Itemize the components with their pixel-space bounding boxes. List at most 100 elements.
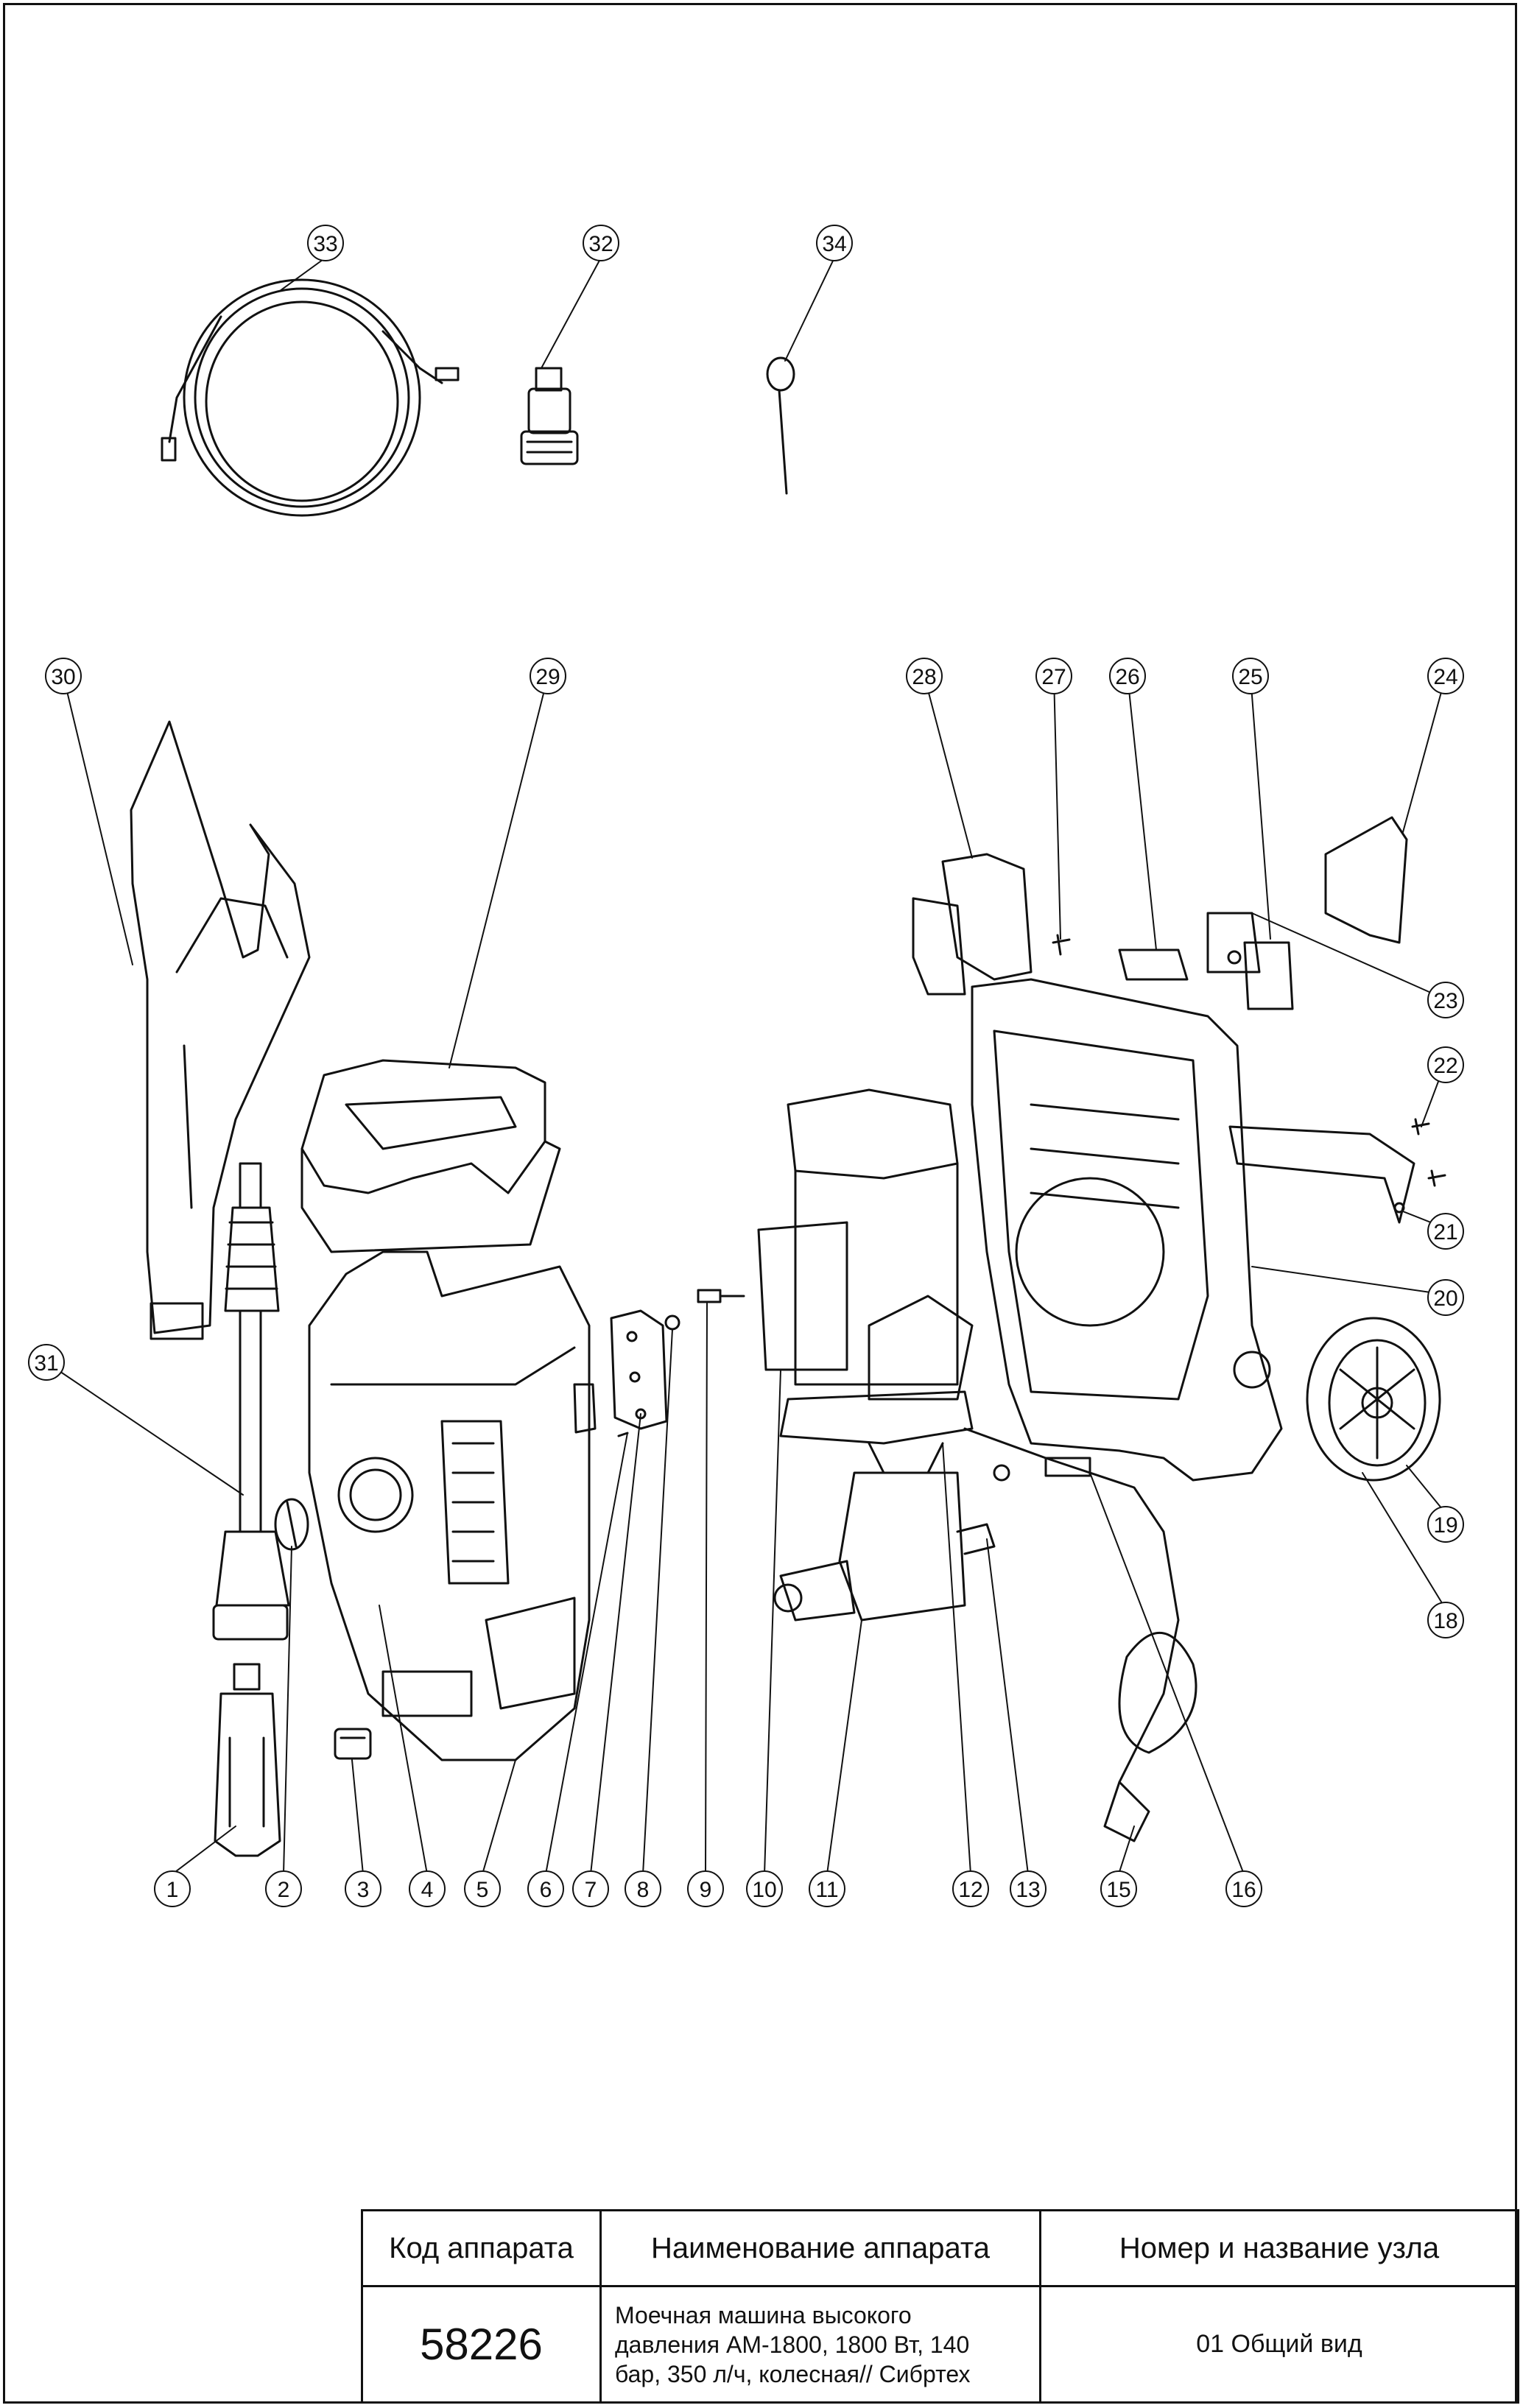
callout-label: 4 — [421, 1878, 434, 1902]
title-block: Код аппарата Наименование аппарата Номер… — [361, 2209, 1519, 2404]
callout-label: 24 — [1433, 665, 1457, 689]
callout-11: 11 — [809, 1870, 845, 1907]
screw — [1411, 1118, 1446, 1187]
callout-18: 18 — [1427, 1602, 1464, 1638]
callout-label: 22 — [1433, 1054, 1457, 1078]
callout-label: 6 — [540, 1878, 552, 1902]
callout-label: 25 — [1238, 665, 1262, 689]
callout-label: 18 — [1433, 1609, 1457, 1633]
callout-19: 19 — [1427, 1506, 1464, 1543]
callout-34: 34 — [816, 225, 853, 261]
device-name: Моечная машина высокого давления АМ-1800… — [599, 2285, 1041, 2404]
high-pressure-hose — [161, 278, 460, 517]
callout-label: 21 — [1433, 1220, 1457, 1245]
callout-9: 9 — [687, 1870, 724, 1907]
callout-10: 10 — [746, 1870, 783, 1907]
device-name-line: Моечная машина высокого — [615, 2301, 912, 2328]
callout-16: 16 — [1225, 1870, 1262, 1907]
nozzle — [214, 1663, 281, 1857]
callout-label: 33 — [313, 232, 337, 256]
callout-20: 20 — [1427, 1279, 1464, 1316]
spray-lance — [212, 1162, 290, 1641]
callout-3: 3 — [345, 1870, 381, 1907]
top-cover-tray — [300, 1059, 561, 1253]
callout-label: 28 — [912, 665, 936, 689]
wheel — [1306, 1317, 1441, 1482]
screw — [1052, 934, 1071, 956]
node-name: 01 Общий вид — [1039, 2285, 1519, 2404]
power-cord — [963, 1427, 1197, 1842]
callout-label: 7 — [585, 1878, 597, 1902]
device-code-header: Код аппарата — [361, 2209, 602, 2287]
pump-assembly — [773, 1464, 1010, 1622]
callout-31: 31 — [28, 1344, 65, 1381]
callout-33: 33 — [307, 225, 344, 261]
callout-28: 28 — [906, 658, 943, 694]
label — [1118, 948, 1189, 981]
callout-label: 9 — [700, 1878, 712, 1902]
callout-4: 4 — [409, 1870, 446, 1907]
callout-8: 8 — [625, 1870, 661, 1907]
carry-handle — [1228, 1125, 1415, 1224]
callout-29: 29 — [530, 658, 566, 694]
callout-label: 5 — [476, 1878, 489, 1902]
callout-26: 26 — [1109, 658, 1146, 694]
callout-label: 1 — [166, 1878, 179, 1902]
callout-label: 31 — [34, 1351, 58, 1376]
drawing-frame — [3, 3, 1517, 2404]
front-housing — [308, 1250, 591, 1761]
adapter-fitting — [520, 367, 579, 465]
label-plate — [1243, 941, 1294, 1010]
callout-label: 3 — [357, 1878, 370, 1902]
callout-label: 27 — [1041, 665, 1066, 689]
callout-label: 34 — [822, 232, 846, 256]
callout-label: 2 — [278, 1878, 290, 1902]
spray-gun — [130, 720, 311, 1340]
dial-knob — [274, 1498, 309, 1551]
callout-25: 25 — [1232, 658, 1269, 694]
callout-13: 13 — [1010, 1870, 1047, 1907]
callout-label: 32 — [588, 232, 613, 256]
callout-22: 22 — [1427, 1046, 1464, 1083]
callout-label: 26 — [1115, 665, 1139, 689]
cord-hook — [1206, 912, 1261, 974]
callout-32: 32 — [583, 225, 619, 261]
hose-hook — [1324, 816, 1408, 944]
callout-label: 29 — [535, 665, 560, 689]
motor-assembly — [757, 1088, 974, 1474]
callout-5: 5 — [464, 1870, 501, 1907]
callout-group: 1 2 3 4 5 6 7 8 9 10 11 12 13 15 16 18 1… — [28, 225, 1464, 1907]
callout-label: 16 — [1231, 1878, 1256, 1902]
callout-2: 2 — [265, 1870, 302, 1907]
callout-23: 23 — [1427, 982, 1464, 1018]
callout-21: 21 — [1427, 1213, 1464, 1250]
accessory-holder — [912, 853, 1033, 996]
callout-label: 8 — [637, 1878, 650, 1902]
leader-lines — [46, 257, 1446, 1875]
rear-housing — [971, 978, 1283, 1482]
callout-12: 12 — [952, 1870, 989, 1907]
callout-label: 10 — [752, 1878, 776, 1902]
callout-30: 30 — [45, 658, 82, 694]
device-name-line: давления АМ-1800, 1800 Вт, 140 — [615, 2331, 970, 2358]
callout-label: 15 — [1106, 1878, 1130, 1902]
callout-27: 27 — [1035, 658, 1072, 694]
device-code: 58226 — [361, 2285, 602, 2404]
callout-6: 6 — [527, 1870, 564, 1907]
callout-label: 13 — [1016, 1878, 1040, 1902]
callout-24: 24 — [1427, 658, 1464, 694]
callout-label: 11 — [815, 1878, 838, 1902]
callout-label: 19 — [1433, 1513, 1457, 1538]
cleaning-needle — [766, 356, 795, 495]
callout-7: 7 — [572, 1870, 609, 1907]
pressure-switch — [697, 1289, 745, 1303]
device-name-line: бар, 350 л/ч, колесная// Сибртех — [615, 2360, 971, 2387]
node-header: Номер и название узла — [1039, 2209, 1519, 2287]
callout-label: 20 — [1433, 1286, 1457, 1311]
clip — [334, 1728, 372, 1760]
callout-label: 23 — [1433, 989, 1457, 1013]
device-name-header: Наименование аппарата — [599, 2209, 1041, 2287]
callout-1: 1 — [154, 1870, 191, 1907]
exploded-view-diagram: 1 2 3 4 5 6 7 8 9 10 11 12 13 15 16 18 1… — [28, 225, 1464, 1907]
callout-15: 15 — [1100, 1870, 1137, 1907]
